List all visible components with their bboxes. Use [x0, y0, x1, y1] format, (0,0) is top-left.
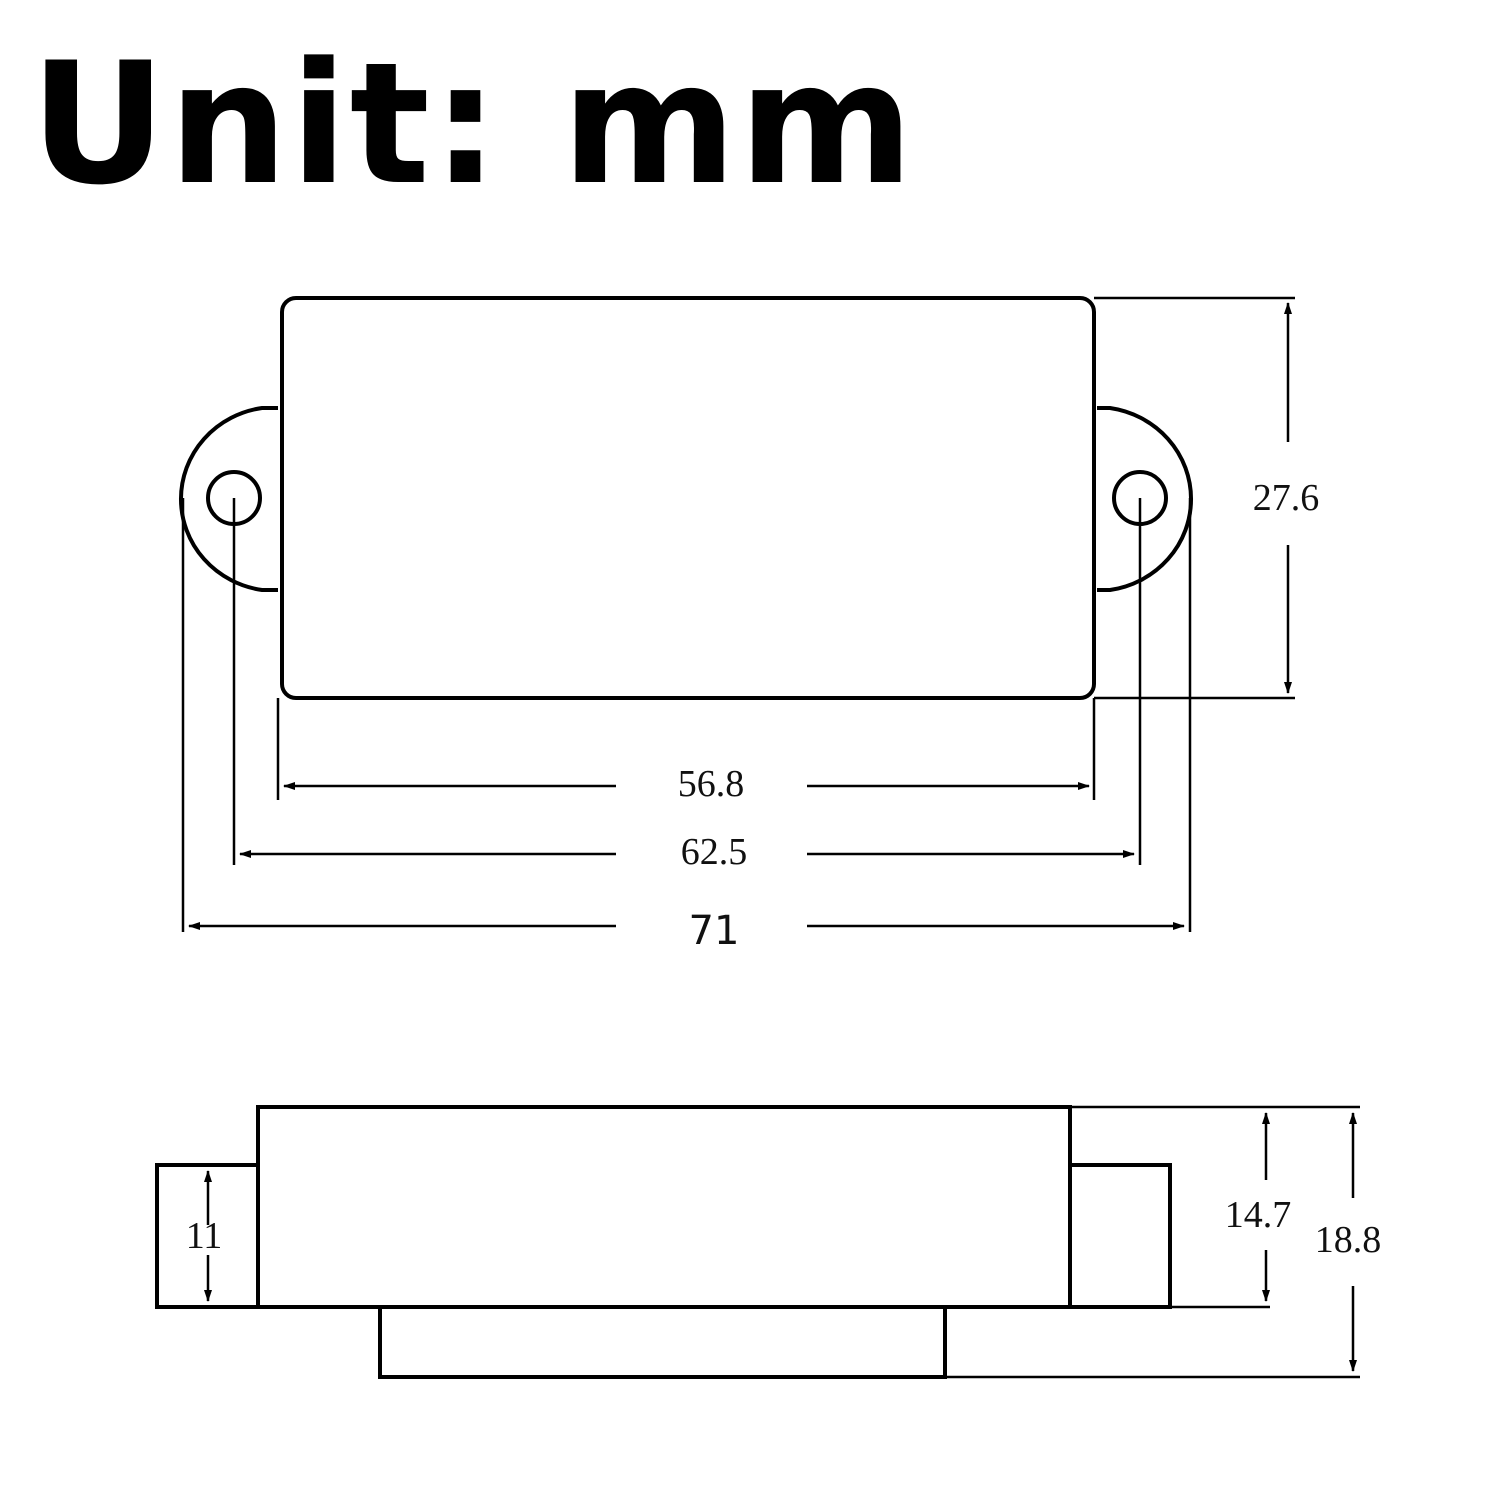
height-dimension-label: 27.6 — [1253, 477, 1320, 519]
hole-spacing-dimension-label: 62.5 — [681, 831, 748, 873]
total-width-dimension-label: 71 — [689, 908, 740, 954]
side-view: 11 14.7 18.8 — [155, 1105, 1382, 1379]
total-height-dimension-label: 18.8 — [1315, 1219, 1382, 1261]
side-body-outline — [256, 1105, 1072, 1309]
body-height-dimension-label: 14.7 — [1225, 1194, 1292, 1236]
right-mounting-ear — [1097, 406, 1194, 592]
left-mounting-ear — [178, 406, 278, 592]
side-right-ear — [1070, 1163, 1172, 1309]
page-title: Unit: mm — [30, 26, 916, 222]
body-width-dimension-label: 56.8 — [678, 763, 745, 805]
pickup-body-outline — [280, 296, 1096, 700]
side-base-plate — [378, 1305, 947, 1379]
side-left-ear — [155, 1163, 258, 1309]
top-view: 27.6 56.8 62.5 71 — [178, 296, 1320, 954]
ear-height-dimension-label: 11 — [186, 1215, 223, 1257]
